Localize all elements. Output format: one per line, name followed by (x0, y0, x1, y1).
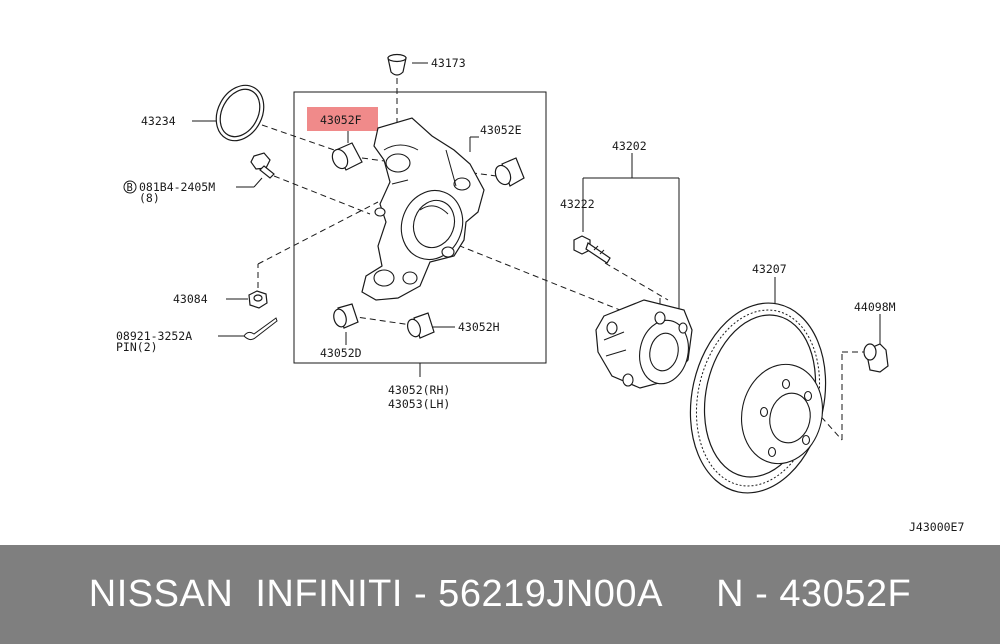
bushing-43052F-part (331, 142, 363, 171)
part-number-text: NISSAN INFINITI - 56219JN00A N - 43052F (88, 573, 912, 615)
highlight-43052F (307, 107, 378, 131)
label-43052E: 43052E (480, 123, 522, 137)
bushing-43052E-part (494, 157, 525, 187)
label-43222: 43222 (560, 197, 595, 211)
plug-44098M-part (863, 343, 889, 373)
brake-rotor-43207-part (689, 302, 827, 494)
label-43052H: 43052H (458, 320, 500, 334)
label-43202: 43202 (612, 139, 647, 153)
label-bolt-qty: (8) (139, 191, 160, 205)
pin-08921-part (243, 317, 278, 341)
parts-diagram: 43173 43234 43052F 43052E B 081B4-2405M … (116, 53, 964, 534)
bolt-081B4-part (250, 152, 275, 179)
label-43052-rh: 43052(RH) (388, 383, 450, 397)
label-pin-qty: PIN(2) (116, 340, 158, 354)
bushing-43052D-part (333, 303, 359, 329)
seal-43234-part (215, 84, 265, 142)
label-43052D: 43052D (320, 346, 362, 360)
label-08921-3252A: 08921-3252A (116, 329, 192, 343)
label-43053-lh: 43053(LH) (388, 397, 450, 411)
knuckle-43052-part (361, 117, 485, 301)
label-43173: 43173 (431, 56, 466, 70)
cap-43173-part (387, 53, 407, 76)
hub-bearing-43202-part (595, 299, 693, 389)
part-number-banner: NISSAN INFINITI - 56219JN00A N - 43052F (0, 545, 1000, 644)
label-43052F: 43052F (320, 113, 362, 127)
label-43084: 43084 (173, 292, 208, 306)
diagram-code: J43000E7 (909, 520, 964, 534)
label-43234: 43234 (141, 114, 176, 128)
label-44098M: 44098M (854, 300, 896, 314)
bolt-43222-part (573, 235, 611, 264)
bolt-circle-b-icon (123, 180, 137, 194)
label-43207: 43207 (752, 262, 787, 276)
label-bolt-circle: B (127, 182, 133, 194)
bushing-43052H-part (406, 312, 435, 339)
nut-43084-part (248, 290, 268, 309)
label-081B4-2405M: 081B4-2405M (139, 180, 215, 194)
